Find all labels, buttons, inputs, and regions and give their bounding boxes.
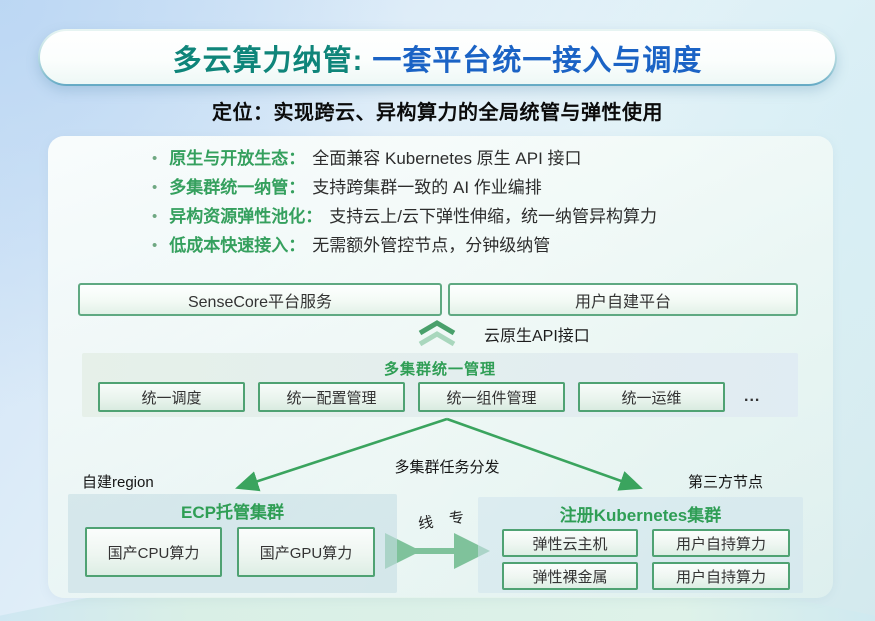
registered-k8s-cluster-panel: 注册Kubernetes集群 弹性云主机 用户自持算力 弹性裸金属 用户自持算力 (478, 497, 803, 593)
list-item: • 低成本快速接入： 无需额外管控节点，分钟级纳管 (152, 233, 657, 262)
bullet-text: 全面兼容 Kubernetes 原生 API 接口 (312, 149, 582, 168)
bullet-lead: 多集群统一纳管： (169, 178, 306, 197)
chevron-up-double-icon (418, 320, 456, 347)
elastic-cloud-host-box: 弹性云主机 (502, 529, 638, 557)
bullet-dot-icon: • (152, 150, 158, 167)
management-item: 统一调度 (98, 382, 245, 412)
ellipsis-more-label: ... (744, 388, 761, 405)
bullet-text: 支持云上/云下弹性伸缩，统一纳管异构算力 (329, 207, 657, 226)
self-built-region-label: 自建region (82, 474, 154, 491)
ecp-cluster-panel: ECP托管集群 国产CPU算力 国产GPU算力 (68, 494, 397, 593)
bullet-text: 无需额外管控节点，分钟级纳管 (312, 236, 551, 255)
cloud-native-api-row: 云原生API接口 (416, 320, 590, 347)
feature-bullet-list: • 原生与开放生态： 全面兼容 Kubernetes 原生 API 接口 • 多… (152, 146, 657, 262)
user-owned-compute-box: 用户自持算力 (652, 529, 790, 557)
sensecore-platform-box: SenseCore平台服务 (78, 283, 442, 316)
multi-cluster-management-panel: 多集群统一管理 统一调度 统一配置管理 统一组件管理 统一运维 ... (82, 353, 798, 417)
bullet-lead: 异构资源弹性池化： (169, 207, 323, 226)
management-item: 统一组件管理 (418, 382, 565, 412)
page-subtitle: 定位：实现跨云、异构算力的全局统管与弹性使用 (212, 102, 663, 124)
user-platform-box: 用户自建平台 (448, 283, 798, 316)
management-item: 统一运维 (578, 382, 725, 412)
page-title-accent: 多云算力纳管: (172, 44, 364, 77)
management-items-row: 统一调度 统一配置管理 统一组件管理 统一运维 ... (98, 382, 760, 412)
management-panel-title: 多集群统一管理 (383, 361, 496, 378)
bullet-dot-icon: • (152, 208, 158, 225)
title-pill: 多云算力纳管: 一套平台统一接入与调度 (40, 31, 835, 84)
third-party-node-label: 第三方节点 (688, 474, 764, 491)
elastic-bare-metal-box: 弹性裸金属 (502, 562, 638, 590)
bullet-lead: 原生与开放生态： (169, 149, 306, 168)
bullet-lead: 低成本快速接入： (169, 236, 306, 255)
list-item: • 原生与开放生态： 全面兼容 Kubernetes 原生 API 接口 (152, 146, 657, 175)
registered-k8s-cluster-title: 注册Kubernetes集群 (559, 506, 722, 525)
cloud-native-api-label: 云原生API接口 (484, 327, 590, 345)
list-item: • 异构资源弹性池化： 支持云上/云下弹性伸缩，统一纳管异构算力 (152, 204, 657, 233)
list-item: • 多集群统一纳管： 支持跨集群一致的 AI 作业编排 (152, 175, 657, 204)
bullet-dot-icon: • (152, 237, 158, 254)
cpu-compute-box: 国产CPU算力 (85, 527, 222, 577)
bullet-text: 支持跨集群一致的 AI 作业编排 (312, 178, 542, 197)
management-item: 统一配置管理 (258, 382, 405, 412)
gpu-compute-box: 国产GPU算力 (237, 527, 375, 577)
bullet-dot-icon: • (152, 179, 158, 196)
ecp-cluster-title: ECP托管集群 (181, 503, 284, 522)
title-banner: 多云算力纳管: 一套平台统一接入与调度 (38, 29, 837, 86)
user-owned-compute-box: 用户自持算力 (652, 562, 790, 590)
dispatch-label: 多集群任务分发 (394, 459, 500, 476)
floor-decoration (0, 597, 875, 621)
page-title-rest: 一套平台统一接入与调度 (372, 44, 703, 77)
